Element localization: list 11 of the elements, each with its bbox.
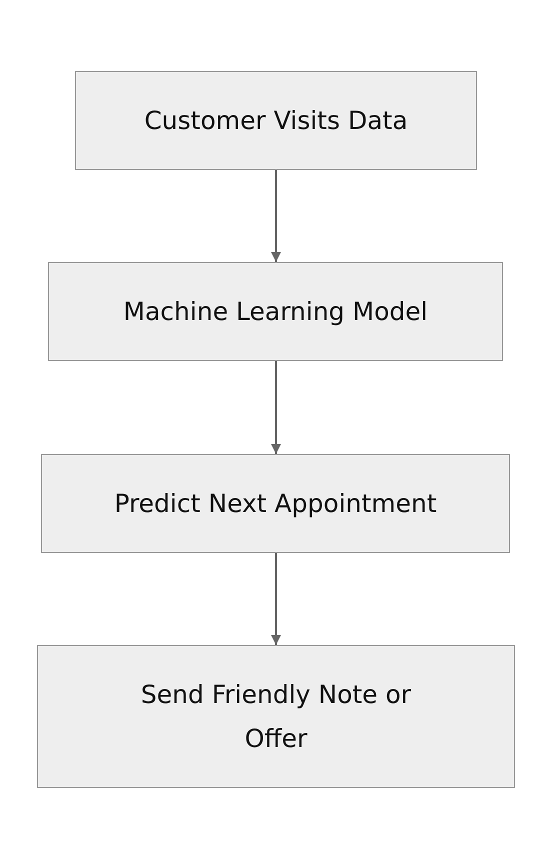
- process-box: [48, 262, 503, 361]
- box-label: Machine Learning Model: [123, 296, 428, 328]
- process-box: [75, 71, 477, 170]
- process-box: [37, 645, 515, 788]
- process-box: [41, 454, 510, 553]
- box-label: Customer Visits Data: [144, 104, 408, 136]
- box-label: Send Friendly Note or Offer: [140, 678, 412, 754]
- arrow: [271, 553, 281, 645]
- box-label: Predict Next Appointment: [114, 488, 437, 520]
- arrow: [271, 361, 281, 454]
- arrow: [271, 170, 281, 262]
